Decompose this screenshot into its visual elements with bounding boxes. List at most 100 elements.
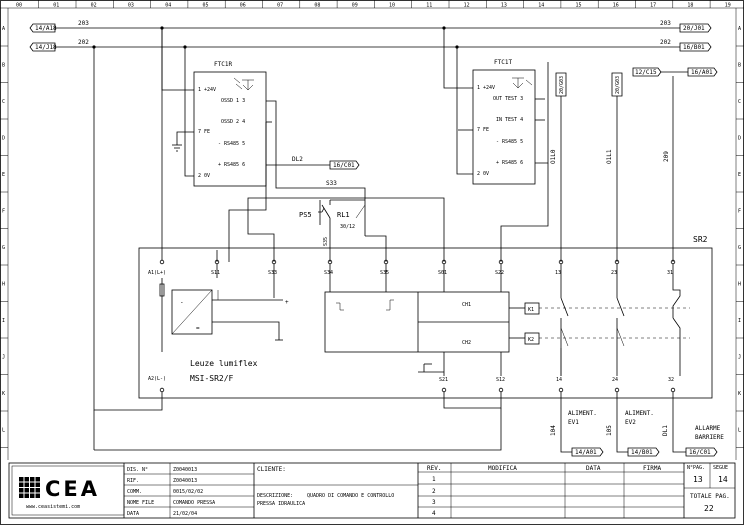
k1-label: K1 xyxy=(528,307,534,313)
logo-url: www.ceasistemi.com xyxy=(26,504,80,510)
column-label: 15 xyxy=(576,3,582,9)
terminal-dot xyxy=(670,387,676,393)
sr2-box xyxy=(138,247,713,399)
cliente-label: CLIENTE: xyxy=(257,466,286,473)
row-label: H xyxy=(738,282,741,288)
row-label: H xyxy=(2,282,5,288)
cea-logo: CEA www.ceasistemi.com xyxy=(19,477,100,510)
wire-label: 209 xyxy=(663,151,670,162)
terminal-label: 31 xyxy=(667,270,673,276)
terminal-dot xyxy=(558,259,564,265)
column-label: 09 xyxy=(352,3,358,9)
wire-label: O1L1 xyxy=(606,149,613,164)
row-label: B xyxy=(738,63,741,69)
column-label: 19 xyxy=(725,3,731,9)
row-label: L xyxy=(2,428,5,434)
pin-label: - RS485 5 xyxy=(496,139,523,145)
wire-label: 203 xyxy=(660,20,671,27)
logo-text: CEA xyxy=(45,477,100,501)
pin-label: OSSD 2 4 xyxy=(221,119,245,125)
modifica-header: MODIFICA xyxy=(488,465,517,472)
title-field-value: 0015/02/02 xyxy=(173,489,203,495)
terminal-label: 32 xyxy=(668,377,674,383)
wire-label: 202 xyxy=(78,39,89,46)
row-label: C xyxy=(738,99,741,105)
title-field-label: RIF. xyxy=(127,478,139,484)
ftc1t-box xyxy=(472,69,536,185)
terminal-label: S35 xyxy=(380,270,389,276)
terminal-label: S21 xyxy=(439,377,448,383)
row-label: I xyxy=(2,318,5,324)
row-label: F xyxy=(738,209,741,215)
alim2-label: ALIMENT. xyxy=(625,410,654,417)
wire-label: S33 xyxy=(326,180,337,187)
column-label: 14 xyxy=(538,3,544,9)
title-field-label: NOME FILE xyxy=(127,500,154,506)
terminal-label: A2(L-) xyxy=(148,376,166,382)
row-label: D xyxy=(738,136,741,142)
column-label: 05 xyxy=(203,3,209,9)
terminal-label: S34 xyxy=(324,270,333,276)
terminal-dot xyxy=(498,387,504,393)
rl1-label: RL1 xyxy=(337,211,350,219)
wire-label: 202 xyxy=(660,39,671,46)
ch2-label: CH2 xyxy=(462,340,471,346)
terminal-label: 13 xyxy=(555,270,561,276)
wire-label: 105 xyxy=(606,425,613,436)
alarm-label: ALLARME xyxy=(695,425,721,432)
terminal-label: S11 xyxy=(211,270,220,276)
row-label: E xyxy=(2,172,5,178)
terminal-dot xyxy=(614,387,620,393)
row-label: G xyxy=(2,245,5,251)
xref-a01 xyxy=(687,67,718,77)
row-label: D xyxy=(2,136,5,142)
ftc1t-title: FTC1T xyxy=(494,59,512,66)
title-field-label: DATA xyxy=(127,511,139,517)
descr-value: QUADRO DI COMANDO E CONTROLLO xyxy=(307,493,394,499)
column-label: 07 xyxy=(277,3,283,9)
wire-label: S35 xyxy=(323,237,329,246)
terminal-label: S22 xyxy=(495,270,504,276)
rev-number: 3 xyxy=(432,499,436,506)
k2-label: K2 xyxy=(528,337,534,343)
terminal-label: A1(L+) xyxy=(148,270,166,276)
alim2-label: EV2 xyxy=(625,419,636,426)
xref-c15 xyxy=(632,67,662,77)
row-label: L xyxy=(738,428,741,434)
xref-text: 16/C01 xyxy=(333,162,355,169)
npag-label: N°PAG. xyxy=(687,465,705,471)
column-label: 18 xyxy=(687,3,693,9)
terminal-dot xyxy=(670,259,676,265)
xref-text: 20/J01 xyxy=(683,25,705,32)
row-label: F xyxy=(2,209,5,215)
title-field-value: Z0040013 xyxy=(173,467,197,473)
xref-text: 16/C01 xyxy=(689,449,711,456)
pin-label: 7 FE xyxy=(477,127,489,133)
terminal-label: S12 xyxy=(496,377,505,383)
row-label: J xyxy=(2,355,5,361)
title-field-label: COMM. xyxy=(127,489,142,495)
title-block xyxy=(8,462,736,519)
column-label: 13 xyxy=(501,3,507,9)
column-label: 06 xyxy=(240,3,246,9)
svg-text:-: - xyxy=(180,299,184,306)
terminal-dot xyxy=(441,387,447,393)
segue-value: 14 xyxy=(718,475,728,484)
xref-text: 14/A18 xyxy=(35,25,57,32)
xref-text: 20/G03 xyxy=(615,76,621,94)
ftc1r-title: FTC1R xyxy=(214,61,232,68)
data-header: DATA xyxy=(586,465,601,472)
column-label: 03 xyxy=(128,3,134,9)
wire-label: 203 xyxy=(78,20,89,27)
column-label: 11 xyxy=(426,3,432,9)
column-label: 10 xyxy=(389,3,395,9)
title-field-value: 21/02/04 xyxy=(173,511,197,517)
row-label: A xyxy=(738,26,741,32)
totale-value: 22 xyxy=(704,504,714,513)
xref-text: 20/G03 xyxy=(559,76,565,94)
rl1-sub: 30/12 xyxy=(340,224,355,230)
sr2-model: MSI-SR2/F xyxy=(190,374,234,383)
